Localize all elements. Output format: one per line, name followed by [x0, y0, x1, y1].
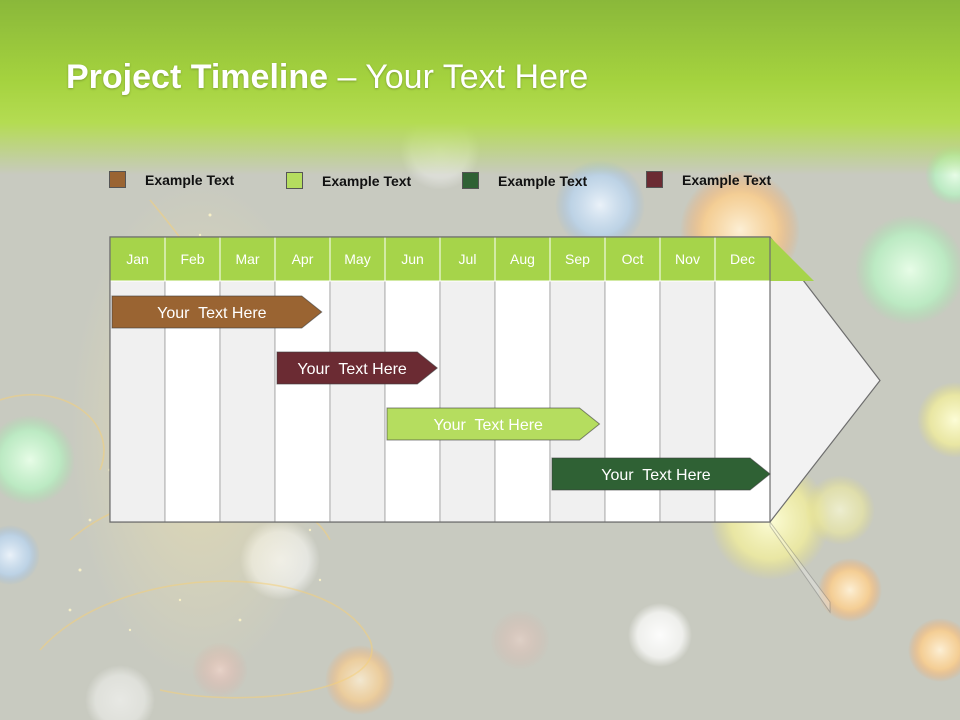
- legend-item: Example Text: [109, 171, 234, 188]
- month-column: [439, 280, 496, 523]
- month-header-cell: [384, 236, 441, 282]
- header-band: [0, 0, 960, 175]
- month-label: Nov: [675, 251, 700, 267]
- legend-label: Example Text: [498, 172, 588, 189]
- month-label: Oct: [622, 251, 644, 267]
- month-column: [329, 280, 386, 523]
- legend-label: Example Text: [682, 171, 772, 188]
- slide-title-bold: Project Timeline: [66, 58, 329, 96]
- month-label: Mar: [235, 251, 259, 267]
- arrow-head-header: [770, 237, 814, 281]
- arrow-bevel: [769, 520, 831, 614]
- month-label: Aug: [510, 251, 535, 267]
- slide-title: Project Timeline – Your Text Here: [66, 58, 588, 97]
- month-header-cell: [604, 236, 661, 282]
- month-column: [384, 280, 441, 523]
- month-column: [494, 280, 551, 523]
- month-label: Dec: [730, 251, 755, 267]
- legend-swatch: [646, 171, 663, 188]
- month-label: May: [344, 251, 370, 267]
- task-label: Your Text Here: [297, 361, 407, 378]
- task-label: Your Text Here: [434, 417, 544, 434]
- month-header-cell: [549, 236, 606, 282]
- legend-swatch: [286, 172, 303, 189]
- month-header-cell: [714, 236, 771, 282]
- timeline-frame: [109, 236, 771, 523]
- task-bar: [111, 295, 323, 329]
- month-label: Jun: [401, 251, 424, 267]
- legend-item: Example Text: [462, 172, 587, 189]
- legend-label: Example Text: [322, 172, 412, 189]
- legend-swatch: [462, 172, 479, 189]
- legend-swatch: [109, 171, 126, 188]
- legend: Example Text Example Text Example Text E…: [0, 0, 960, 200]
- legend-item: Example Text: [286, 172, 411, 189]
- task-label: Your Text Here: [601, 467, 711, 484]
- task-bar: [276, 351, 439, 385]
- month-header-cell: [274, 236, 331, 282]
- slide-title-rest: – Your Text Here: [328, 58, 589, 96]
- task-bar: [551, 457, 771, 491]
- month-label: Sep: [565, 251, 590, 267]
- legend-label: Example Text: [145, 171, 235, 188]
- task-bar: [386, 407, 601, 441]
- legend-item: Example Text: [646, 171, 771, 188]
- month-label: Jan: [126, 251, 149, 267]
- month-label: Jul: [459, 251, 477, 267]
- task-label: Your Text Here: [157, 305, 267, 322]
- month-label: Apr: [292, 251, 314, 267]
- month-label: Feb: [180, 251, 204, 267]
- month-header-cell: [439, 236, 496, 282]
